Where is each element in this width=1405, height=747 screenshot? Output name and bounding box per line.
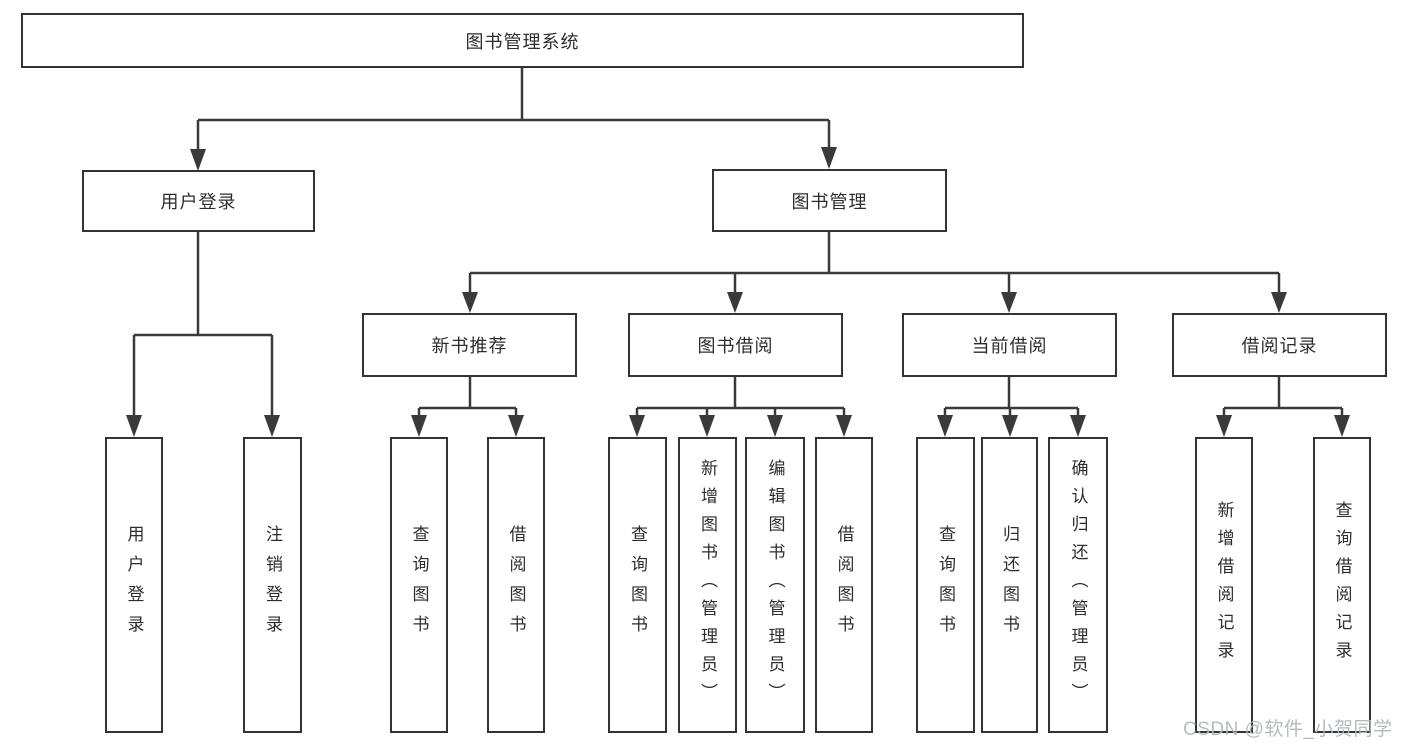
- node-label: 借阅图书: [834, 525, 854, 645]
- node-label: 新书推荐: [431, 336, 508, 356]
- node-book-management: 图书管理: [712, 169, 947, 232]
- leaf-edit-book-admin: 编辑图书（管理员）: [745, 437, 805, 733]
- arrowhead: [126, 415, 142, 437]
- leaf-add-book-admin: 新增图书（管理员）: [678, 437, 737, 733]
- node-label: 新增图书（管理员）: [698, 459, 717, 711]
- node-current-borrowing: 当前借阅: [902, 313, 1117, 377]
- arrowhead: [836, 415, 852, 437]
- node-label: 借阅记录: [1241, 336, 1318, 356]
- arrowhead: [699, 415, 715, 437]
- connector-book-management-to-level3: [468, 232, 1281, 293]
- arrowhead: [727, 292, 743, 313]
- node-label: 查询图书: [409, 525, 429, 645]
- connector-current-borrow-to-leaves: [943, 377, 1080, 417]
- leaf-borrow-books: 借阅图书: [815, 437, 873, 733]
- node-label: 图书管理: [791, 191, 868, 212]
- leaf-query-borrow-record: 查询借阅记录: [1313, 437, 1371, 733]
- arrowhead: [462, 292, 478, 313]
- leaf-query-books-recommend: 查询图书: [390, 437, 448, 733]
- csdn-watermark: CSDN @软件_小贺同学: [1183, 719, 1393, 740]
- node-label: 查询图书: [936, 525, 955, 645]
- arrowhead: [1216, 415, 1232, 437]
- leaf-borrow-books-recommend: 借阅图书: [487, 437, 545, 733]
- arrowhead: [1070, 415, 1086, 437]
- node-user-login: 用户登录: [82, 170, 315, 232]
- node-label: 编辑图书（管理员）: [765, 459, 785, 711]
- node-label: 当前借阅: [971, 336, 1048, 356]
- leaf-return-books: 归还图书: [981, 437, 1038, 733]
- arrowhead: [1001, 292, 1017, 313]
- node-root: 图书管理系统: [21, 13, 1024, 68]
- connector-book-borrow-to-leaves: [635, 377, 846, 417]
- leaf-add-borrow-record: 新增借阅记录: [1195, 437, 1253, 733]
- node-book-borrowing: 图书借阅: [628, 313, 843, 377]
- arrowhead: [1002, 415, 1018, 437]
- leaf-logout: 注销登录: [243, 437, 302, 733]
- leaf-query-books-current: 查询图书: [916, 437, 975, 733]
- connector-user-login-to-leaves: [132, 232, 274, 417]
- node-label: 查询图书: [628, 525, 647, 645]
- arrowhead: [1334, 415, 1350, 437]
- arrowhead: [264, 415, 280, 437]
- leaf-query-books-borrowing: 查询图书: [608, 437, 667, 733]
- leaf-confirm-return-admin: 确认归还（管理员）: [1048, 437, 1108, 733]
- leaf-user-login: 用户登录: [105, 437, 163, 733]
- node-label: 归还图书: [1000, 525, 1019, 645]
- arrowhead: [411, 415, 427, 437]
- arrowhead: [629, 415, 645, 437]
- node-label: 新增借阅记录: [1214, 501, 1234, 669]
- connector-root-to-level2: [196, 68, 831, 151]
- connector-borrow-records-to-leaves: [1222, 377, 1344, 417]
- node-label: 确认归还（管理员）: [1068, 459, 1088, 711]
- node-label: 用户登录: [160, 192, 237, 212]
- node-label: 注销登录: [263, 525, 282, 645]
- node-label: 图书管理系统: [465, 31, 580, 52]
- arrowhead: [190, 149, 206, 171]
- node-label: 用户登录: [124, 525, 144, 645]
- arrowhead: [767, 415, 783, 437]
- arrowhead: [937, 415, 953, 437]
- node-borrow-records: 借阅记录: [1172, 313, 1387, 377]
- node-new-book-recommend: 新书推荐: [362, 313, 577, 377]
- connector-new-books-to-leaves: [417, 377, 518, 417]
- node-label: 查询借阅记录: [1332, 501, 1352, 669]
- arrowhead: [821, 147, 837, 169]
- node-label: 图书借阅: [697, 336, 774, 356]
- arrowhead: [508, 415, 524, 437]
- arrowhead: [1271, 292, 1287, 313]
- node-label: 借阅图书: [506, 525, 526, 645]
